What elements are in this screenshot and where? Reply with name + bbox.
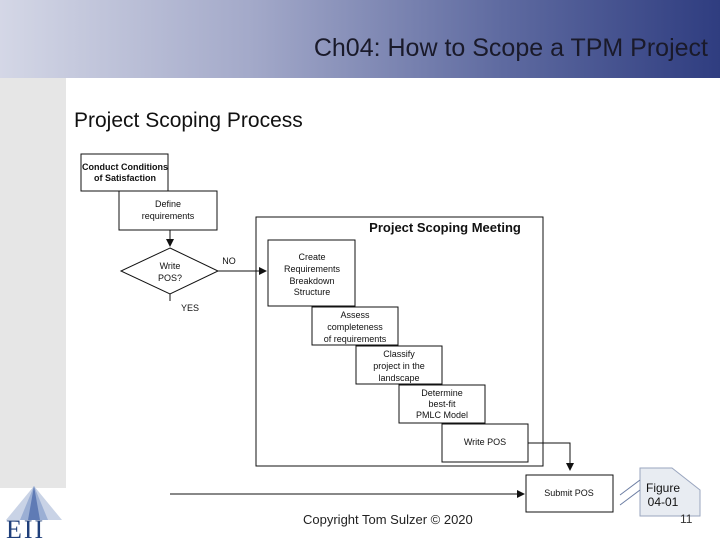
- footer-copyright: Copyright Tom Sulzer © 2020: [303, 512, 473, 527]
- yes-label: YES: [181, 303, 199, 313]
- no-label: NO: [222, 256, 236, 266]
- scoping-meeting-frame: Project Scoping Meeting: [255, 216, 544, 467]
- meeting-title: Project Scoping Meeting: [369, 220, 521, 235]
- header-title: Ch04: How to Scope a TPM Project: [313, 34, 708, 62]
- rbs-line-2: Requirements: [284, 264, 341, 274]
- left-band: [0, 78, 66, 488]
- pmlc-line-1: Determine: [421, 388, 463, 398]
- eii-logo: [2, 484, 66, 540]
- decision-line-1: Write: [160, 261, 181, 271]
- slide-title: Project Scoping Process: [74, 109, 303, 132]
- write-pos-box: Write POS: [441, 423, 529, 463]
- assess-box: Assess completeness of requirements: [311, 306, 399, 346]
- create-rbs-box: Create Requirements Breakdown Structure: [267, 239, 356, 307]
- define-line-1: Define: [155, 199, 181, 209]
- assess-line-1: Assess: [340, 310, 370, 320]
- assess-line-3: of requirements: [324, 334, 387, 344]
- pmlc-line-2: best-fit: [428, 399, 456, 409]
- write-pos-label: Write POS: [464, 437, 506, 447]
- logo-text: EII: [6, 515, 46, 540]
- write-pos-decision: Write POS?: [119, 247, 220, 295]
- classify-box: Classify project in the landscape: [355, 345, 443, 385]
- figure-ribbon: [619, 467, 701, 517]
- define-line-2: requirements: [142, 211, 195, 221]
- cos-line-2: of Satisfaction: [94, 173, 156, 183]
- rbs-line-1: Create: [298, 252, 325, 262]
- rbs-line-4: Structure: [294, 287, 331, 297]
- write-to-submit-arrow: [528, 442, 574, 471]
- logo-pyramid-icon: [6, 486, 62, 520]
- classify-line-2: project in the: [373, 361, 425, 371]
- submit-pos-label: Submit POS: [544, 488, 594, 498]
- decision-line-2: POS?: [158, 273, 182, 283]
- classify-line-1: Classify: [383, 349, 415, 359]
- assess-line-2: completeness: [327, 322, 383, 332]
- figure-label: Figure 04-01: [646, 481, 680, 509]
- rbs-line-3: Breakdown: [289, 276, 334, 286]
- cos-box: Conduct Conditions of Satisfaction: [80, 153, 169, 192]
- page-number: 11: [680, 512, 693, 526]
- define-requirements-box: Define requirements: [118, 190, 218, 231]
- figure-label-line-2: 04-01: [647, 495, 679, 509]
- figure-label-line-1: Figure: [646, 481, 681, 495]
- pmlc-box: Determine best-fit PMLC Model: [398, 384, 486, 424]
- cos-line-1: Conduct Conditions: [82, 162, 168, 172]
- submit-pos-box: Submit POS: [525, 474, 614, 513]
- classify-line-3: landscape: [378, 373, 419, 383]
- header-bar: Ch04: How to Scope a TPM Project: [0, 0, 720, 78]
- pmlc-line-3: PMLC Model: [416, 410, 468, 420]
